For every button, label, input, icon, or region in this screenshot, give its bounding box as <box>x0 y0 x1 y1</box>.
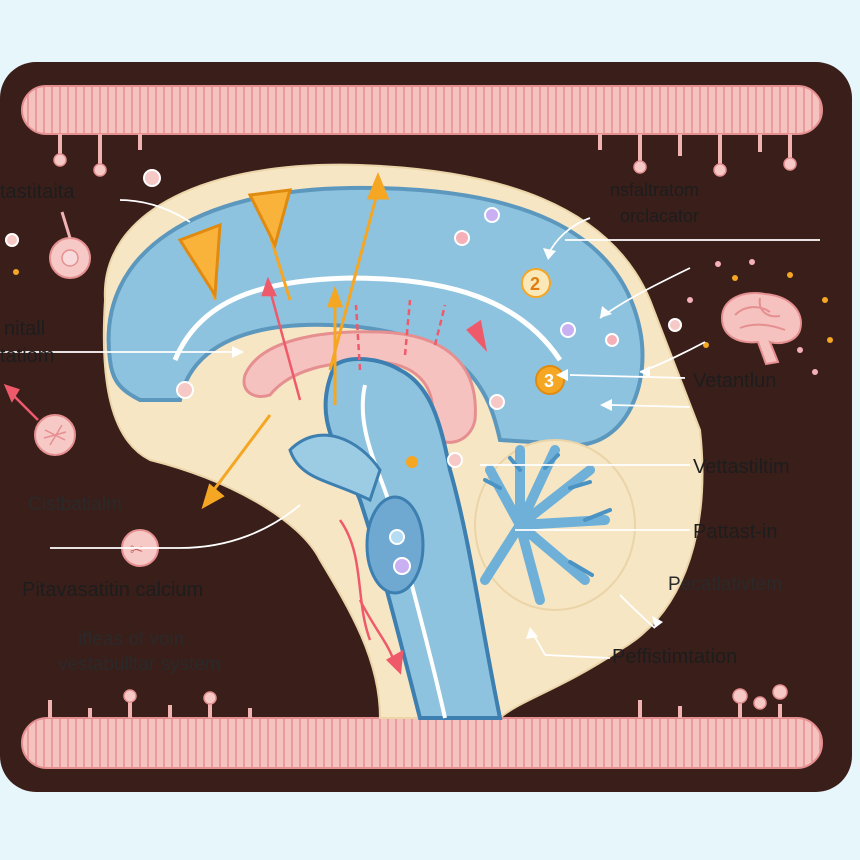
label-left-main: Pitavasatitin calcium <box>22 579 203 601</box>
label-right-1: Vetantlun <box>693 370 776 392</box>
stem-vesicle-orange <box>406 456 418 468</box>
cerebellum <box>474 439 636 611</box>
ventricle-inner-line <box>172 275 563 362</box>
label-left-lower: tatiom <box>0 345 54 367</box>
marker-2-label: 2 <box>530 274 540 294</box>
svg-text:✂: ✂ <box>130 540 143 559</box>
label-right-4: Pecatlativtem <box>668 574 782 595</box>
orange-arrows <box>177 172 390 510</box>
label-bottom-left-line2: vestabulltar system <box>58 654 221 675</box>
marker-3-label: 3 <box>544 371 554 391</box>
label-left-mid: Cistbatialm <box>28 494 122 515</box>
stem-vesicle-blue <box>389 529 405 545</box>
scattered-dots <box>13 259 833 375</box>
label-right-5: Peffistimtation <box>612 646 737 668</box>
label-top-right-line1: nsfaltratom <box>610 180 699 200</box>
bottom-membrane <box>21 684 823 769</box>
stem-chamber <box>365 495 425 595</box>
receptor-icon-lower <box>34 414 76 456</box>
leader-arrowheads <box>232 248 663 639</box>
brain-icon <box>720 292 802 366</box>
receptor-icon-upper <box>49 211 91 279</box>
marker-3: 3 <box>535 365 565 395</box>
label-left-upper: nitall <box>4 318 45 340</box>
leader-lines <box>0 199 820 659</box>
label-right-3: Pattast-in <box>693 521 777 543</box>
marker-2: 2 <box>521 268 551 298</box>
label-top-right-line2: orclacator <box>620 206 699 226</box>
brain-stem-side <box>288 433 382 503</box>
vesicles <box>5 169 682 468</box>
label-top-left: tastitaita <box>0 181 75 203</box>
stem-vesicle-purple <box>393 557 411 575</box>
label-right-2: Vettastiltim <box>693 456 790 478</box>
top-membrane <box>21 85 823 177</box>
red-arrows <box>3 276 488 675</box>
label-bottom-left-line1: iffeas of voin <box>78 629 184 650</box>
